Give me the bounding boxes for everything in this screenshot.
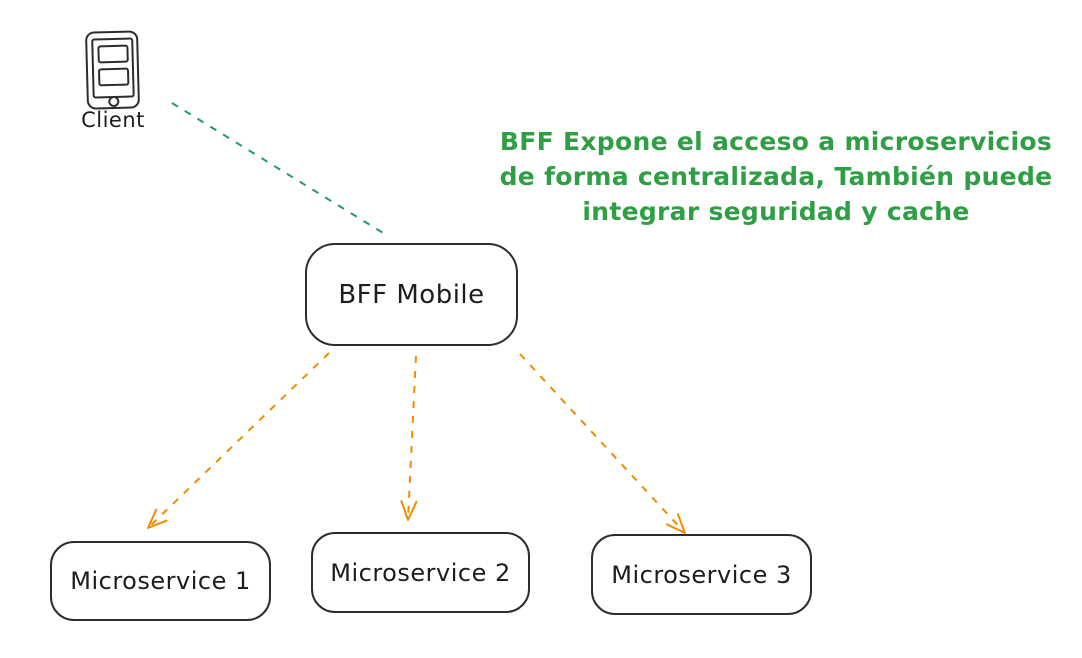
- connector-client-to-bff: [171, 102, 389, 237]
- microservice-1-label: Microservice 1: [70, 567, 251, 595]
- client-label: Client: [81, 108, 145, 132]
- annotation-line-2: de forma centralizada, También puede: [499, 162, 1053, 191]
- microservice-3-node: Microservice 3: [591, 534, 812, 615]
- bff-mobile-node: BFF Mobile: [305, 243, 518, 346]
- arrowhead-icon: [400, 500, 418, 521]
- arrowhead-icon: [147, 508, 168, 529]
- connector-bff-to-microservice-3: [519, 353, 686, 534]
- microservice-2-node: Microservice 2: [311, 532, 530, 613]
- mobile-phone-icon: [85, 30, 140, 110]
- annotation-text: BFF Expone el acceso a microservicios de…: [480, 124, 1072, 229]
- annotation-line-3: integrar seguridad y cache: [582, 197, 970, 226]
- microservice-3-label: Microservice 3: [611, 560, 792, 589]
- annotation-line-1: BFF Expone el acceso a microservicios: [499, 127, 1053, 156]
- arrowhead-icon: [665, 513, 686, 534]
- microservice-2-label: Microservice 2: [330, 558, 511, 587]
- connector-bff-to-microservice-2: [400, 355, 418, 521]
- connector-bff-to-microservice-1: [147, 352, 330, 529]
- bff-mobile-label: BFF Mobile: [338, 279, 485, 310]
- microservice-1-node: Microservice 1: [50, 541, 271, 621]
